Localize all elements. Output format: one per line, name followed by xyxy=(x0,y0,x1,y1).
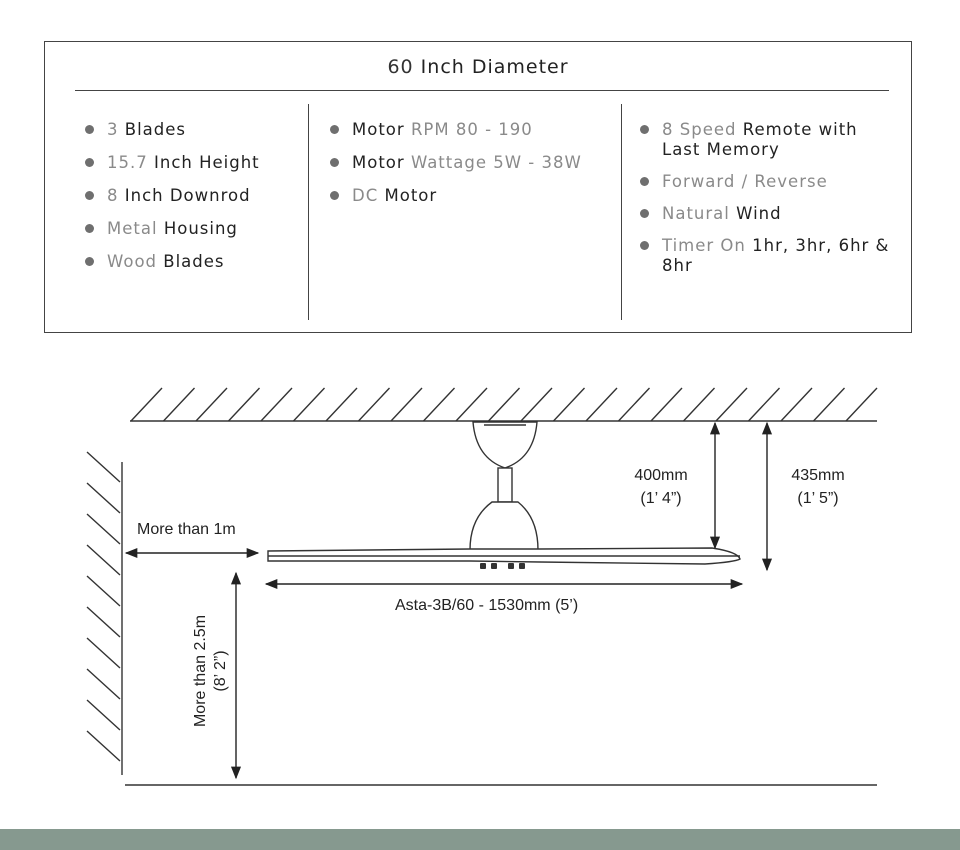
spec-title: 60 Inch Diameter xyxy=(45,56,911,78)
bullet-icon xyxy=(85,257,94,266)
spec-item: Metal Housing xyxy=(85,219,300,239)
bottom-bar xyxy=(0,829,960,850)
ceiling-hatch-line xyxy=(617,387,651,422)
ceiling-hatch-line xyxy=(487,387,521,422)
bullet-icon xyxy=(640,125,649,134)
wall-hatch-line xyxy=(86,699,121,731)
spec-item: 3 Blades xyxy=(85,120,300,140)
bullet-icon xyxy=(330,191,339,200)
ceiling-hatch-line xyxy=(195,387,228,422)
spec-item: Forward / Reverse xyxy=(640,172,900,192)
spec-box: 60 Inch Diameter 3 Blades 15.7 Inch Heig… xyxy=(44,41,912,333)
installation-diagram xyxy=(86,387,878,786)
spec-column-1: 3 Blades 15.7 Inch Height 8 Inch Downrod… xyxy=(85,120,300,285)
spec-title-number: 60 xyxy=(387,56,414,78)
ceiling-hatch-line xyxy=(747,387,781,422)
wall-hatch-line xyxy=(86,451,121,483)
wall-hatch-line xyxy=(86,668,121,700)
spec-column-2: Motor RPM 80 - 190 Motor Wattage 5W - 38… xyxy=(330,120,615,219)
spec-item: DC Motor xyxy=(330,186,615,206)
fan-motor-housing xyxy=(469,501,539,551)
spec-item: Natural Wind xyxy=(640,204,900,224)
ceiling-hatch-line xyxy=(390,387,423,422)
ceiling-hatch-line xyxy=(650,387,683,422)
spec-item: Wood Blades xyxy=(85,252,300,272)
ceiling-hatch-line xyxy=(585,387,618,422)
spec-item: 8 Inch Downrod xyxy=(85,186,300,206)
ceiling-hatch-line xyxy=(455,387,488,422)
wall-hatch-line xyxy=(86,544,121,576)
bullet-icon xyxy=(85,125,94,134)
drop-height-ft-label: (1’ 4”) xyxy=(640,490,682,507)
spec-item: Timer On 1hr, 3hr, 6hr & 8hr xyxy=(640,236,900,276)
column-divider-2 xyxy=(621,104,622,320)
ceiling-hatch-line xyxy=(162,387,196,422)
total-height-mm-label: 435mm xyxy=(791,467,845,484)
ceiling-hatch-line xyxy=(260,387,293,422)
fan-blade-mounts xyxy=(480,563,525,569)
ceiling-hatch-line xyxy=(682,387,716,422)
bullet-icon xyxy=(330,158,339,167)
fan-canopy xyxy=(472,421,538,469)
bullet-icon xyxy=(640,241,649,250)
spec-title-text: Inch Diameter xyxy=(420,56,569,78)
floor-clearance-line2: (8’ 2”) xyxy=(212,650,229,692)
wall-hatch-line xyxy=(86,482,121,514)
spec-title-divider xyxy=(75,90,889,91)
ceiling-hatch-line xyxy=(780,387,813,422)
drop-height-mm-label: 400mm xyxy=(634,467,688,484)
bullet-icon xyxy=(85,158,94,167)
ceiling xyxy=(130,387,878,422)
span-label: Asta-3B/60 - 1530mm (5’) xyxy=(395,597,579,614)
column-divider-1 xyxy=(308,104,309,320)
wall-hatch-line xyxy=(86,575,121,607)
ceiling-hatch-line xyxy=(552,387,586,422)
spec-item: 15.7 Inch Height xyxy=(85,153,300,173)
bullet-icon xyxy=(640,177,649,186)
wall-clearance-label: More than 1m xyxy=(137,521,236,538)
ceiling-hatch-line xyxy=(130,387,163,422)
bullet-icon xyxy=(640,209,649,218)
spec-item: 8 Speed Remote with Last Memory xyxy=(640,120,900,160)
ceiling-hatch-line xyxy=(422,387,456,422)
total-height-ft-label: (1’ 5”) xyxy=(797,490,839,507)
fan-downrod xyxy=(497,467,513,503)
bullet-icon xyxy=(330,125,339,134)
ceiling-hatch-line xyxy=(715,387,748,422)
wall-hatch-line xyxy=(86,513,121,545)
wall-hatch-line xyxy=(86,730,121,762)
ceiling-hatch-line xyxy=(845,387,878,422)
bullet-icon xyxy=(85,191,94,200)
ceiling-hatch-line xyxy=(357,387,391,422)
ceiling-hatch-line xyxy=(812,387,846,422)
bullet-icon xyxy=(85,224,94,233)
ceiling-fan xyxy=(267,421,741,569)
wall-hatch-line xyxy=(86,637,121,669)
spec-item: Motor Wattage 5W - 38W xyxy=(330,153,615,173)
ceiling-hatch-line xyxy=(227,387,261,422)
ceiling-hatch-line xyxy=(325,387,358,422)
wall xyxy=(86,451,123,775)
wall-hatch-line xyxy=(86,606,121,638)
floor-clearance-line1: More than 2.5m xyxy=(192,614,209,728)
spec-column-3: 8 Speed Remote with Last Memory Forward … xyxy=(640,120,900,288)
ceiling-hatch-line xyxy=(292,387,326,422)
spec-item: Motor RPM 80 - 190 xyxy=(330,120,615,140)
ceiling-hatch-line xyxy=(520,387,553,422)
